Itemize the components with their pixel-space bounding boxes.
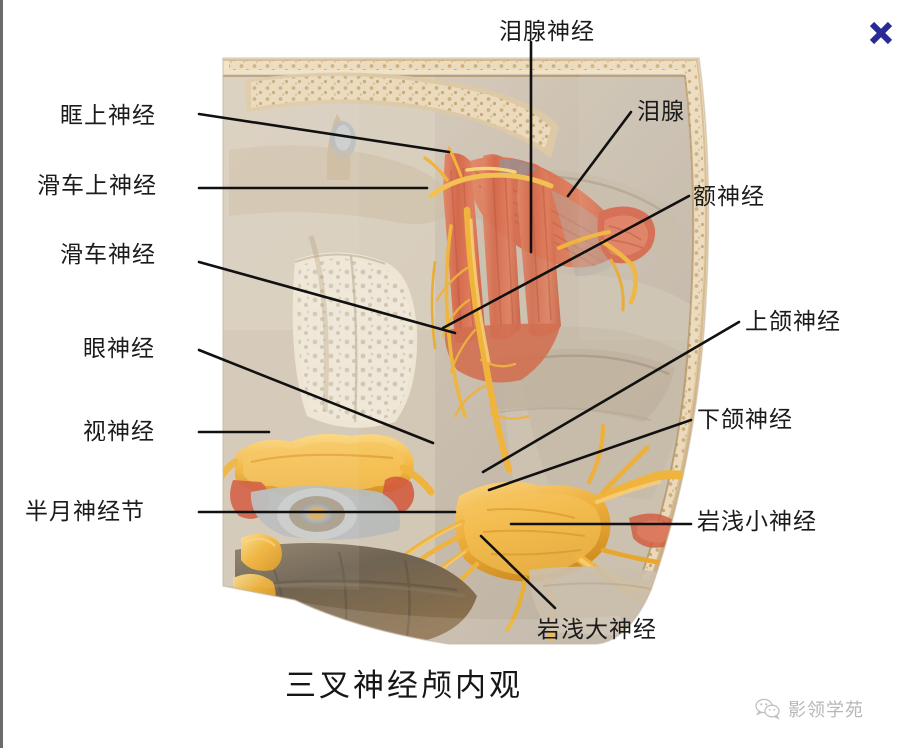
label-greater-petrosal-nerve: 岩浅大神经 bbox=[537, 617, 657, 643]
label-maxillary-nerve: 上颌神经 bbox=[745, 309, 841, 335]
close-icon bbox=[869, 21, 893, 45]
wechat-icon bbox=[755, 698, 780, 720]
label-supratrochlear-nerve: 滑车上神经 bbox=[37, 173, 157, 199]
label-lesser-petrosal-nerve: 岩浅小神经 bbox=[697, 509, 817, 535]
label-trochlear-nerve: 滑车神经 bbox=[60, 242, 156, 268]
figure-title: 三叉神经颅内观 bbox=[285, 668, 523, 704]
label-optic-nerve: 视神经 bbox=[83, 419, 155, 445]
watermark: 影领学苑 bbox=[755, 696, 864, 722]
close-button[interactable] bbox=[866, 18, 896, 48]
label-mandibular-nerve: 下颌神经 bbox=[697, 407, 793, 433]
watermark-text: 影领学苑 bbox=[788, 700, 864, 721]
label-semilunar-ganglion: 半月神经节 bbox=[25, 499, 145, 525]
label-lacrimal-gland: 泪腺 bbox=[637, 99, 685, 125]
label-supraorbital-nerve: 眶上神经 bbox=[60, 103, 156, 129]
label-ophthalmic-nerve: 眼神经 bbox=[83, 336, 155, 362]
label-lacrimal-nerve: 泪腺神经 bbox=[499, 19, 595, 45]
label-frontal-nerve: 额神经 bbox=[693, 184, 765, 210]
